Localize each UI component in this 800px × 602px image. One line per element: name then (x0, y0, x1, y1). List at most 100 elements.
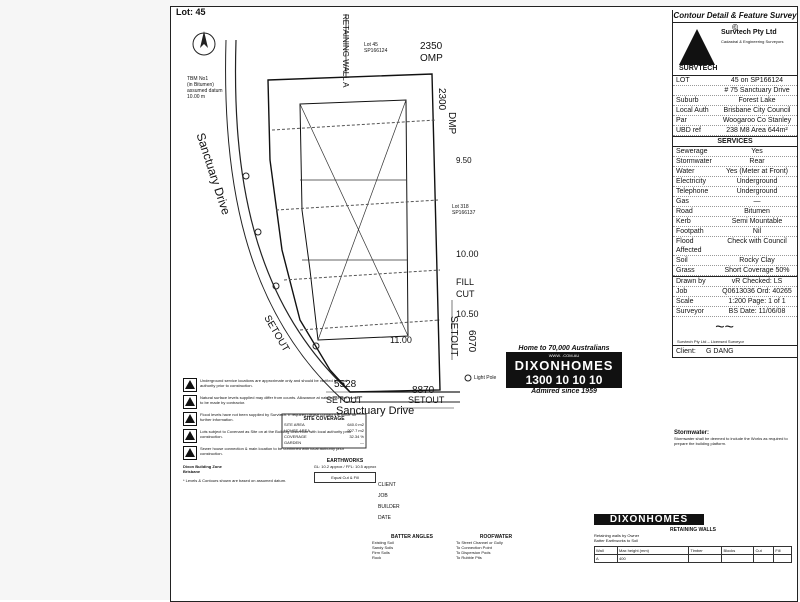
row-key: Soil (676, 257, 688, 264)
stormwater-title: Stormwater: (674, 430, 710, 436)
earthworks-gl: GL: 10.2 approx / FFL: 10.5 approx (313, 464, 377, 469)
table-row: # 75 Sanctuary Drive (673, 86, 797, 96)
earthworks-equal: Equal Cut & Fill (314, 472, 376, 483)
client-value: G DANG (706, 348, 734, 355)
light-pole-icon (464, 374, 472, 382)
retaining-walls-title: RETAINING WALLS (669, 527, 716, 533)
retaining-walls-line1: Retaining walls by Owner (594, 533, 640, 538)
row-value: 45 on SP166124 (730, 77, 784, 84)
dixon-name: DIXONHOMES (514, 358, 614, 373)
row-value: BS Date: 11/06/08 (728, 308, 786, 315)
row-value: Yes (Meter at Front) (726, 168, 788, 175)
row-value: 1:200 Page: 1 of 1 (728, 298, 786, 305)
row-value: Underground (736, 188, 778, 195)
signature-area: ~~ Survtech Pty Ltd – Licensed Surveyor (673, 317, 797, 346)
level-10-00: 10.00 (456, 249, 479, 259)
roofwater-item: To Street Channel or Gully (456, 540, 503, 545)
batter-item: Rock (372, 555, 382, 560)
row-key: GARDEN (284, 440, 302, 445)
dixon-homes-ad: Home to 70,000 Australians WWW. .COM.AU … (506, 345, 622, 413)
setout-bottom: SETOUT (326, 395, 363, 405)
row-key: Surveyor (676, 308, 705, 315)
company-tagline: Cadastral & Engineering Surveyors (721, 39, 784, 44)
dixon-phone: 1300 10 10 10 (525, 373, 603, 387)
level-11-00: 11.00 (390, 335, 412, 345)
client-row: Client: G DANG (673, 346, 797, 358)
table-row: Surveyor BS Date: 11/06/08 (673, 307, 797, 317)
licensed-surveyor: Survtech Pty Ltd – Licensed Surveyor (677, 339, 744, 344)
warning-icon (183, 412, 197, 426)
tbm-note: TBM No1 (in Bitumen) assumed datum 10.00… (187, 76, 223, 100)
row-key: Job (676, 288, 688, 295)
row-key (676, 86, 720, 95)
row-key: UBD ref (676, 127, 701, 134)
col-header: Fill (773, 546, 792, 555)
tree-icon (242, 172, 320, 350)
street-name-bottom: Sanctuary Drive (336, 405, 415, 417)
table-cell (773, 554, 792, 563)
row-key: Drawn by (676, 278, 706, 285)
row-key: SITE AREA (284, 422, 305, 427)
dixon-tagline-top: Home to 70,000 Australians (518, 345, 610, 352)
row-value: Short Coverage 50% (724, 267, 790, 274)
row-value: 32.34 % (349, 434, 364, 439)
note-item: Natural surface levels supplied may diff… (183, 395, 363, 409)
row-value: # 75 Sanctuary Drive (724, 87, 790, 94)
table-cell (721, 554, 755, 563)
row-key: Par (676, 117, 687, 124)
dim-2350: 2350 (420, 41, 443, 52)
dim-2300: 2300 (436, 88, 447, 111)
company-name: Survtech Pty Ltd (721, 29, 777, 36)
client-block-job: JOB (378, 493, 388, 499)
row-value: Semi Mountable (731, 218, 783, 225)
row-key: Sewerage (676, 148, 708, 155)
roofwater-item: To Rubble Pits (456, 555, 482, 560)
row-value: 640.0 m2 (347, 422, 364, 427)
batter-item: Sandy Soils (372, 545, 394, 550)
warning-notes: Underground service locations are approx… (183, 378, 363, 483)
setout-right: SETOUT (448, 316, 459, 357)
earthworks-title: EARTHWORKS (326, 458, 364, 464)
dixon-footer-logo: DIXONHOMES (594, 514, 704, 525)
warning-icon (183, 395, 197, 409)
row-value: 238 M8 Area 644m² (726, 127, 788, 134)
col-header: Blocks (721, 546, 755, 555)
row-key: Suburb (676, 97, 699, 104)
table-row: UBD ref 238 M8 Area 644m² (673, 126, 797, 136)
dim-omp: OMP (420, 53, 443, 64)
roofwater-item: To Connection Point (456, 545, 492, 550)
light-pole-label: Light Pole (474, 375, 497, 381)
retaining-wall-label: RETAINING WALL A (341, 14, 350, 88)
row-key: Electricity (676, 178, 706, 185)
col-header: Wall (594, 546, 618, 555)
row-key: Local Auth (676, 107, 709, 114)
table-row: Gas— (673, 197, 797, 207)
warning-icon (183, 429, 197, 443)
row-key: Footpath (676, 228, 704, 235)
row-key: Flood Affected (676, 238, 702, 254)
row-key: Water (676, 168, 695, 175)
client-block: CLIENT JOB BUILDER DATE (378, 480, 434, 524)
roofwater-title: ROOFWATER (479, 534, 513, 540)
stormwater-text: Stormwater shall be deemed to include th… (674, 436, 788, 446)
client-block-builder: BUILDER (378, 504, 400, 510)
row-key: Scale (676, 298, 694, 305)
row-value: Rocky Clay (739, 257, 775, 264)
dixon-tagline-bottom: Admired since 1959 (531, 388, 597, 395)
table-cell: 400 (616, 554, 690, 563)
row-value: Yes (751, 148, 763, 155)
row-key: Gas (676, 198, 689, 205)
